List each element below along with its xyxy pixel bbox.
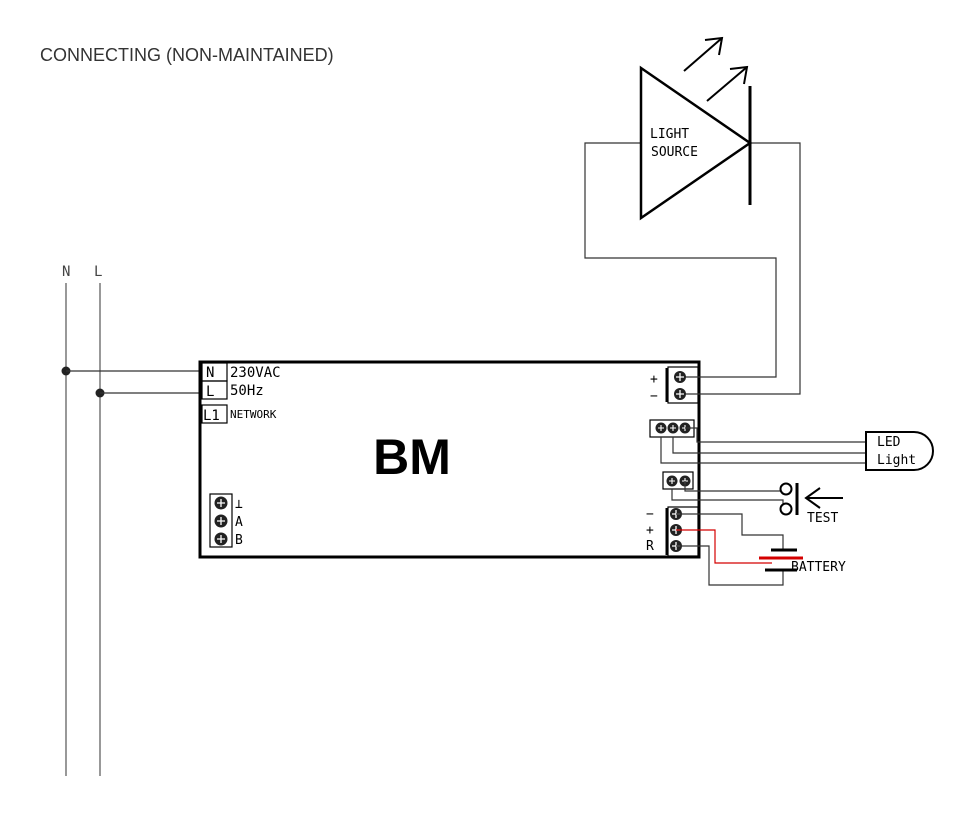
test-label: TEST (807, 511, 838, 526)
terminal-n-label: N (206, 365, 214, 381)
output-minus-label: − (650, 389, 658, 404)
bm-module (198, 360, 701, 559)
led-wire-1 (685, 427, 866, 443)
wire-light-source-minus (686, 142, 801, 395)
led-label-line1: LED (877, 435, 901, 450)
terminal-l1-label: L1 (203, 408, 220, 424)
led-light (865, 431, 934, 471)
light-emission-icon (683, 36, 749, 102)
terminal-l-label: L (206, 384, 214, 400)
battery-wire-r (676, 545, 784, 586)
wire-light-source-plus (584, 142, 777, 378)
test-switch-contact-bottom (779, 502, 793, 516)
diagram-title: CONNECTING (NON-MAINTAINED) (40, 45, 334, 65)
output-plus-label: + (650, 372, 658, 387)
light-source-label-line2: SOURCE (651, 145, 698, 160)
led-wire-2 (672, 437, 866, 454)
test-switch-contact-top (779, 482, 793, 496)
bus-b-label: B (235, 533, 243, 548)
led-wire-3 (660, 437, 866, 464)
battery-label: BATTERY (791, 560, 846, 575)
led-label-line2: Light (877, 453, 916, 468)
light-source-label-line1: LIGHT (650, 127, 689, 142)
bus-ground-label: ⊥ (235, 497, 243, 512)
test-terminal-block (662, 471, 694, 490)
test-arrow-icon (804, 487, 843, 509)
battery-wire-plus (676, 529, 772, 564)
light-source-triangle (639, 65, 753, 221)
bm-module-name: BM (373, 429, 451, 485)
battery-plus-label: + (646, 523, 654, 538)
mains-terminal-block (201, 362, 228, 424)
battery-wire-minus (676, 513, 784, 550)
bus-terminal-block (209, 493, 233, 548)
mains-l-label: L (94, 264, 102, 280)
test-wire-1 (684, 481, 783, 492)
bus-a-label: A (235, 515, 243, 530)
battery-r-label: R (646, 539, 654, 554)
output-terminal-block (665, 366, 699, 404)
spec-voltage: 230VAC (230, 365, 281, 381)
spec-frequency: 50Hz (230, 383, 264, 399)
battery-minus-label: − (646, 507, 654, 522)
spec-network: NETWORK (230, 408, 277, 421)
mains-n-label: N (62, 264, 70, 280)
